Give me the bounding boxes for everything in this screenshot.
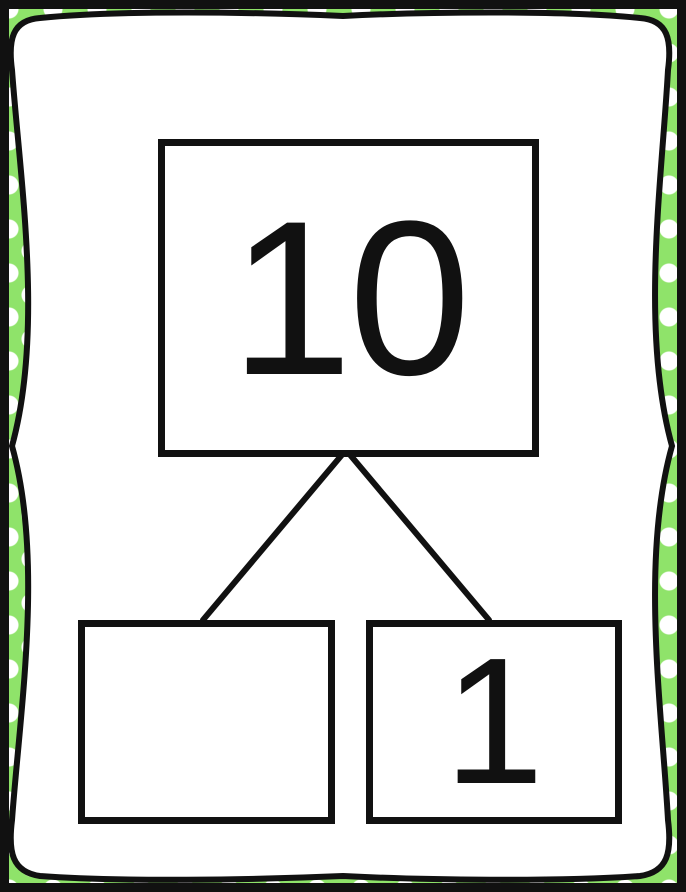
whole-number: 10 xyxy=(230,188,467,408)
whole-box: 10 xyxy=(158,139,539,457)
part-right-box[interactable]: 1 xyxy=(366,620,622,824)
part-right-number: 1 xyxy=(444,632,544,812)
part-left-box[interactable] xyxy=(78,620,335,824)
